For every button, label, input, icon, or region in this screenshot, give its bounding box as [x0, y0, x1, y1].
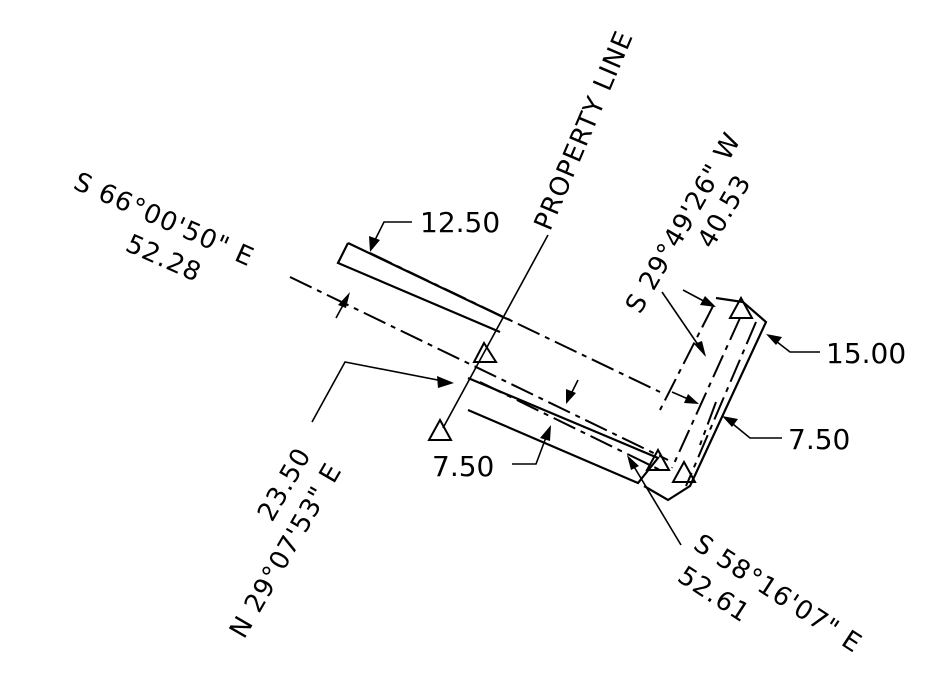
survey-point-marker — [671, 459, 697, 483]
survey-point-marker — [427, 417, 453, 441]
survey-point-marker — [645, 447, 671, 471]
property-line — [442, 234, 549, 429]
survey-point-marker — [472, 341, 498, 363]
dimension-leaders — [311, 221, 820, 546]
property-line-label: PROPERTY LINE — [529, 26, 640, 234]
dimension-label-15-00: 15.00 — [826, 337, 906, 370]
easement-outline — [336, 242, 768, 502]
centerline-dashes — [289, 252, 757, 487]
dimension-label-7-50-right: 7.50 — [788, 423, 850, 456]
survey-point-marker — [728, 295, 754, 319]
survey-points — [427, 295, 754, 483]
dimension-label-12-50: 12.50 — [420, 206, 500, 239]
dimension-label-7-50-left: 7.50 — [432, 450, 494, 483]
